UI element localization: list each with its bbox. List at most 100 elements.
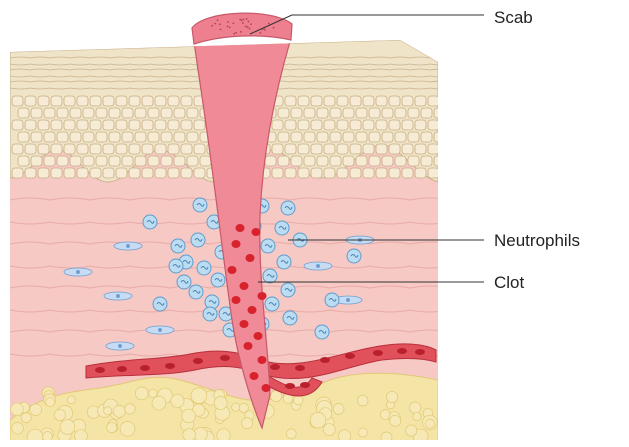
epidermal-cell: [51, 144, 62, 154]
fat-cell: [409, 402, 421, 414]
epidermal-cell: [44, 132, 55, 142]
epidermal-cell: [395, 108, 406, 118]
epidermal-cell: [350, 120, 361, 130]
epidermal-cell: [64, 168, 75, 178]
scab: [192, 13, 292, 44]
epidermal-cell: [382, 132, 393, 142]
neutrophil: [169, 259, 183, 273]
epidermal-cell: [83, 108, 94, 118]
scab-dot: [220, 28, 222, 30]
epidermal-cell: [25, 168, 36, 178]
epidermal-cell: [168, 168, 179, 178]
scab-dot: [219, 23, 221, 25]
epidermal-cell: [343, 132, 354, 142]
clot-blood-cell: [248, 306, 257, 314]
epidermal-cell: [304, 156, 315, 166]
epidermal-cell: [298, 168, 309, 178]
epidermal-cell: [363, 144, 374, 154]
neutrophil: [347, 249, 361, 263]
epidermal-cell: [90, 144, 101, 154]
fat-cell: [107, 422, 117, 432]
epidermal-cell: [38, 120, 49, 130]
epidermal-cell: [77, 96, 88, 106]
clot-label: Clot: [494, 274, 524, 291]
epidermal-cell: [116, 168, 127, 178]
neutrophil: [261, 239, 275, 253]
epidermal-cell: [25, 96, 36, 106]
epidermal-cell: [434, 132, 445, 142]
epidermal-cell: [291, 132, 302, 142]
epidermal-cell: [285, 120, 296, 130]
epidermal-cell: [428, 96, 439, 106]
scab-dot: [217, 19, 219, 21]
epidermal-cell: [129, 168, 140, 178]
fat-cell: [323, 424, 335, 436]
epidermal-cell: [311, 144, 322, 154]
fat-cell: [27, 429, 43, 442]
fat-cell: [135, 387, 148, 400]
epidermal-cell: [174, 156, 185, 166]
scab-dot: [229, 26, 231, 28]
fat-cell: [171, 394, 184, 407]
epidermal-cell: [148, 132, 159, 142]
epidermal-cell: [109, 108, 120, 118]
neutrophil: [211, 273, 225, 287]
epidermal-cell: [382, 108, 393, 118]
fat-cell: [30, 404, 42, 416]
neutrophil: [265, 297, 279, 311]
epidermal-cell: [51, 120, 62, 130]
epidermal-cell: [415, 168, 426, 178]
fat-cell: [104, 407, 112, 415]
epidermal-cell: [317, 108, 328, 118]
epidermal-cell: [70, 156, 81, 166]
epidermal-cell: [447, 156, 458, 166]
clot-blood-cell: [262, 384, 271, 392]
epidermal-cell: [278, 156, 289, 166]
epidermal-cell: [304, 108, 315, 118]
epidermal-cell: [90, 168, 101, 178]
epidermal-cell: [96, 156, 107, 166]
epidermal-cell: [122, 132, 133, 142]
epidermal-cell: [272, 168, 283, 178]
epidermal-cell: [408, 132, 419, 142]
scab-dot: [235, 32, 237, 34]
fibroblast-nucleus: [76, 270, 80, 274]
epidermal-cell: [441, 96, 452, 106]
epidermal-cell: [304, 132, 315, 142]
epidermal-cell: [376, 120, 387, 130]
epidermal-cell: [142, 120, 153, 130]
vessel-blood-cell: [117, 366, 127, 372]
epidermal-cell: [428, 120, 439, 130]
fat-cell: [381, 432, 392, 442]
epidermal-cell: [116, 144, 127, 154]
epidermal-cell: [90, 96, 101, 106]
scab-dot: [214, 23, 216, 25]
epidermal-cell: [18, 108, 29, 118]
neutrophil: [143, 215, 157, 229]
epidermal-cell: [285, 144, 296, 154]
epidermal-cell: [337, 168, 348, 178]
epidermal-cell: [363, 120, 374, 130]
neutrophil: [263, 269, 277, 283]
epidermal-cell: [376, 168, 387, 178]
clot-blood-cell: [236, 224, 245, 232]
epidermal-cell: [129, 144, 140, 154]
epidermal-cell: [70, 108, 81, 118]
epidermal-cell: [155, 144, 166, 154]
scab-dot: [273, 27, 275, 29]
epidermal-cell: [395, 156, 406, 166]
vessel-blood-cell: [300, 382, 310, 388]
epidermal-cell: [441, 144, 452, 154]
fat-cell: [217, 429, 230, 442]
fat-cell: [54, 409, 65, 420]
epidermal-cell: [330, 132, 341, 142]
scab-dot: [246, 18, 248, 20]
vessel-blood-cell: [95, 367, 105, 373]
epidermal-cell: [434, 156, 445, 166]
fat-cell: [214, 397, 227, 410]
fat-cell: [286, 429, 296, 439]
epidermal-cell: [168, 96, 179, 106]
scab-dot: [247, 26, 249, 28]
neutrophil: [193, 198, 207, 212]
epidermal-cell: [298, 120, 309, 130]
